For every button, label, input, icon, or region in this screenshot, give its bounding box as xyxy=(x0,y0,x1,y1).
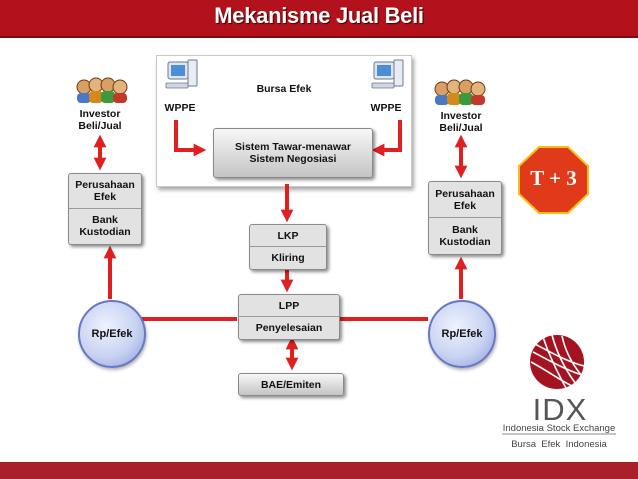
idx-logo-text: IDX xyxy=(532,392,588,427)
investor-left-label: Investor Beli/Jual xyxy=(78,108,122,132)
lpp-label: LPP xyxy=(278,299,300,312)
sistem-tawar-label: Sistem Tawar-menawar xyxy=(235,141,351,153)
wppe-right-arrow xyxy=(371,120,402,157)
rp-efek-right-circle: Rp/Efek xyxy=(428,300,496,368)
wppe-right-label: WPPE xyxy=(370,102,402,114)
lkp-label: LKP xyxy=(277,229,299,242)
idx-tagline-2: Bursa Efek Indonesia xyxy=(511,439,607,450)
perusahaan-bank-left-box: Perusahaan Efek Bank Kustodian xyxy=(68,173,142,245)
perusahaan-efek-left: Perusahaan Efek xyxy=(75,179,135,203)
sistem-negosiasi-label: Sistem Negosiasi xyxy=(249,153,337,165)
lpp-penyelesaian-box: LPP Penyelesaian xyxy=(238,294,340,340)
computer-left-icon xyxy=(165,59,198,89)
idx-tagline-1: Indonesia Stock Exchange xyxy=(502,423,616,434)
wppe-left-label: WPPE xyxy=(164,102,196,114)
bank-kustodian-left: Bank Kustodian xyxy=(79,214,131,238)
kliring-label: Kliring xyxy=(271,251,305,264)
perusahaan-bank-right-box: Perusahaan Efek Bank Kustodian xyxy=(428,181,502,255)
investor-group-right-icon xyxy=(434,79,486,105)
header-bar xyxy=(0,0,638,38)
bae-emiten-box: BAE/Emiten xyxy=(238,373,344,396)
bank-kustodian-right: Bank Kustodian xyxy=(439,223,491,248)
computer-right-icon xyxy=(371,59,404,89)
footer-bar xyxy=(0,462,638,479)
t-plus-3-badge xyxy=(518,146,589,214)
slide-title: Mekanisme Jual Beli xyxy=(214,3,424,28)
idx-globe-icon xyxy=(530,334,585,389)
wppe-left-arrow xyxy=(174,120,207,157)
penyelesaian-label: Penyelesaian xyxy=(255,321,323,334)
investor-right-label: Investor Beli/Jual xyxy=(439,110,483,134)
bursa-efek-label: Bursa Efek xyxy=(256,83,312,95)
rp-efek-left-circle: Rp/Efek xyxy=(78,300,146,368)
sistem-negosiasi-box: Sistem Tawar-menawar Sistem Negosiasi xyxy=(213,128,373,178)
perusahaan-efek-right: Perusahaan Efek xyxy=(435,187,495,212)
investor-group-left-icon xyxy=(76,77,128,103)
lkp-kliring-box: LKP Kliring xyxy=(249,224,327,270)
t-plus-3-label: T + 3 xyxy=(530,166,577,190)
